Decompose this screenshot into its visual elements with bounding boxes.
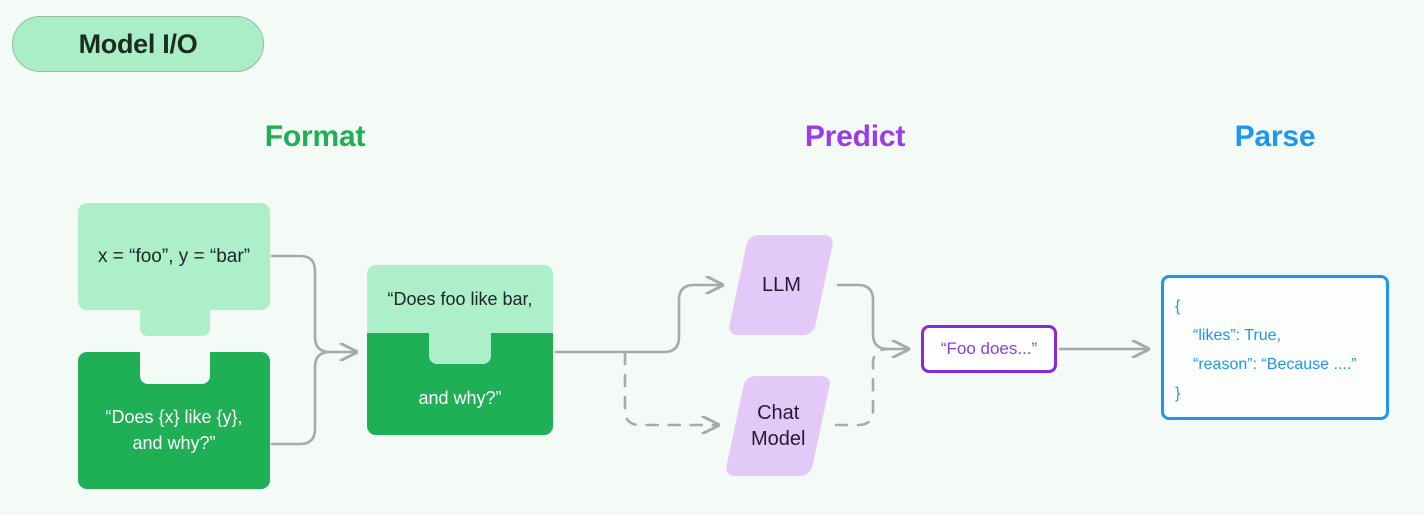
formatted-prompt-top-text: “Does foo like bar,	[387, 288, 533, 309]
wire-llm-out	[836, 283, 908, 349]
template-piece-notch	[140, 352, 210, 384]
chat-model-node-label: Chat Model	[751, 400, 805, 452]
json-line: “likes”: True,	[1193, 327, 1282, 344]
model-output-text: “Foo does...”	[940, 339, 1038, 358]
wire-branch-chat	[623, 351, 718, 425]
llm-node-label: LLM	[761, 274, 801, 296]
parsed-json-box: { “likes”: True, “reason”: “Because ....…	[1161, 275, 1389, 420]
template-piece-line-1: “Does {x} like {y},	[105, 407, 243, 427]
wire-vars-to-format	[270, 254, 356, 352]
stage-title-parse: Parse	[1234, 120, 1316, 153]
formatted-prompt-top-piece: “Does foo like bar,	[367, 265, 553, 333]
wire-branch-llm	[662, 285, 722, 354]
model-io-badge-label: Model I/O	[78, 28, 198, 59]
model-io-badge: Model I/O	[12, 16, 264, 72]
variables-puzzle-piece: x = “foo”, y = “bar”	[78, 203, 270, 310]
template-piece-text-block: “Does {x} like {y}, and why?”	[78, 404, 270, 456]
variables-piece-text: x = “foo”, y = “bar”	[97, 245, 251, 267]
stage-title-format: Format	[264, 120, 366, 153]
variables-piece-tab	[140, 305, 210, 336]
json-line: {	[1175, 298, 1181, 315]
wire-chat-out	[834, 347, 890, 427]
formatted-prompt-bottom-text: and why?”	[418, 388, 502, 408]
chat-model-line-2: Model	[750, 428, 806, 450]
json-line: }	[1175, 385, 1181, 402]
stage-title-predict: Predict	[804, 120, 906, 153]
template-piece-line-2: and why?”	[132, 433, 216, 453]
formatted-prompt-notch	[429, 333, 491, 364]
wire-template-to-format	[270, 350, 332, 446]
json-line: “reason”: “Because ....”	[1193, 356, 1357, 373]
model-output-box: “Foo does...”	[921, 325, 1057, 373]
chat-model-line-1: Chat	[756, 402, 800, 424]
